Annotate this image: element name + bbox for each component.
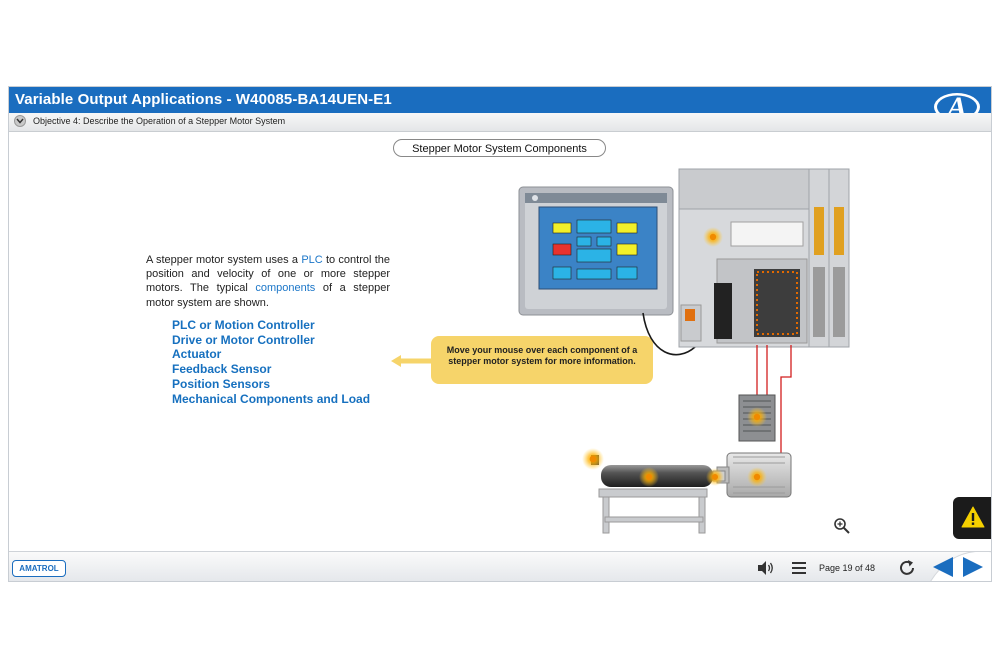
chevron-down-icon[interactable] [14,115,26,127]
warning-icon [961,506,985,528]
instruction-callout: Move your mouse over each component of a… [431,336,653,384]
amatrol-brand: AMATROL [12,560,66,577]
component-item-feedback-sensor[interactable]: Feedback Sensor [172,362,272,377]
hotspot-markers [582,227,767,487]
speaker-icon[interactable] [757,560,775,576]
components-link[interactable]: components [255,282,316,295]
component-item-position-sensors[interactable]: Position Sensors [172,376,271,391]
component-list: PLC or Motion Controller Drive or Motor … [172,318,370,406]
refresh-icon[interactable] [897,558,917,578]
objective-bar[interactable]: Objective 4: Describe the Operation of a… [9,113,991,132]
section-title: Stepper Motor System Components [393,139,606,157]
component-item-mechanical-load[interactable]: Mechanical Components and Load [172,391,371,406]
menu-icon[interactable] [791,561,807,575]
intro-paragraph: A stepper motor system uses a PLC to con… [146,253,390,310]
intro-text-3: of a stepper motor system are shown. [146,282,390,309]
hmi-panel[interactable] [518,186,674,316]
mechanical-load[interactable] [591,455,726,534]
arrow-right-icon[interactable] [963,557,983,577]
component-item-plc[interactable]: PLC or Motion Controller [172,318,315,332]
page-indicator: Page 19 of 48 [819,563,876,573]
course-title: Variable Output Applications - W40085-BA… [15,91,392,108]
navigation-bar: AMATROL Page 19 of 48 [9,551,991,581]
stepper-system-illustration [518,168,850,534]
intro-text-1: A stepper motor system uses a [146,254,302,266]
page-nav-controls [930,552,991,581]
plc-rack[interactable] [678,168,850,348]
arrow-left-icon[interactable] [933,557,953,577]
lesson-window: Variable Output Applications - W40085-BA… [8,86,992,582]
plc-link[interactable]: PLC [301,254,323,266]
component-item-actuator[interactable]: Actuator [172,347,222,362]
callout-arrow-icon [391,355,431,367]
warning-tab[interactable] [953,497,991,539]
title-bar: Variable Output Applications - W40085-BA… [9,87,991,113]
zoom-in-icon[interactable] [833,517,851,535]
objective-text: Objective 4: Describe the Operation of a… [33,116,286,126]
component-item-drive[interactable]: Drive or Motor Controller [172,332,315,347]
intro-text-2: to control the position and velocity of … [146,254,390,295]
